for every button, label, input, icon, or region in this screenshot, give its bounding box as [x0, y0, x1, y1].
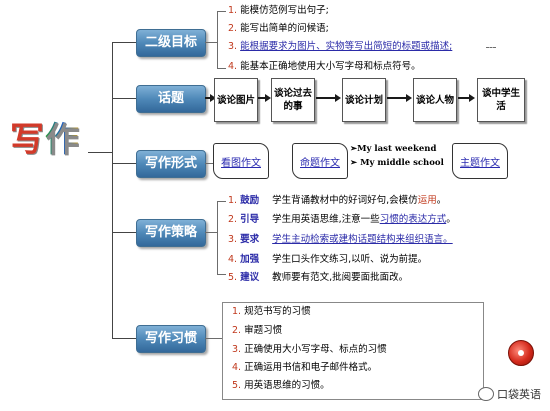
- topic-box-1: 谈论图片: [214, 78, 258, 122]
- habit-num-5: 5.: [232, 380, 242, 391]
- form-example-2: ➢ My middle school: [350, 158, 444, 168]
- habit-text-1: 规范书写的习惯: [244, 306, 311, 317]
- habit-num-1: 1.: [232, 306, 242, 317]
- topic-box-5: 谈中学生活: [477, 78, 525, 122]
- strategy-item-3: 3. 要求 学生主动检索或建构话题结构来组织语言。: [228, 233, 453, 247]
- level2-num-3: 3.: [228, 41, 238, 52]
- habit-num-3: 3.: [232, 344, 242, 355]
- branch-topics: [112, 98, 136, 99]
- category-level2-goals: 二级目标: [136, 29, 206, 57]
- main-title: 写作: [10, 112, 80, 161]
- level2-text-1: 能模仿范例写出句子;: [240, 5, 329, 16]
- branch-level2: [112, 42, 136, 43]
- level2-text-4: 能基本正确地使用大小写字母和标点符号。: [240, 61, 421, 72]
- habit-text-2: 审题习惯: [244, 325, 283, 336]
- topic-arrow-1: [258, 94, 271, 102]
- level2-num-2: 2.: [228, 23, 238, 34]
- strategy-num-2: 2.: [228, 214, 238, 225]
- level2-num-1: 1.: [228, 5, 238, 16]
- watermark-logo-icon: [478, 387, 494, 401]
- strategy-tail-1: 。: [436, 195, 447, 206]
- trunk-horizontal: [88, 152, 112, 153]
- level2-text-3: 能根据要求为图片、实物等写出简短的标题或描述;: [240, 41, 453, 52]
- level2-text-2: 能写出简单的问候语;: [240, 23, 329, 34]
- habit-text-5: 用英语思维的习惯。: [244, 380, 330, 391]
- form-scroll-theme: 主题作文: [452, 143, 508, 179]
- topic-arrow-3: [387, 94, 412, 102]
- strategy-num-1: 1.: [228, 195, 238, 206]
- strategy-key-3: 要求: [240, 234, 260, 245]
- strategy-key-2: 引导: [240, 214, 260, 225]
- strategy-num-3: 3.: [228, 234, 238, 245]
- strategies-connector: [205, 232, 217, 233]
- strategy-num-4: 4.: [228, 254, 238, 265]
- strategy-extra-2: 习惯的表达方式: [379, 214, 447, 225]
- habit-text-3: 正确使用大小写字母、标点的习惯: [244, 344, 387, 355]
- form-scroll-topic: 命题作文: [292, 143, 348, 179]
- level2-item-2: 2. 能写出简单的问候语;: [228, 22, 329, 36]
- level2-item-1: 1. 能模仿范例写出句子;: [228, 4, 329, 18]
- category-writing-strategies: 写作策略: [136, 219, 206, 247]
- strategy-text-1: 学生背诵教材中的好词好句,会模仿: [272, 195, 418, 206]
- strategy-extra-1: 运用: [417, 195, 437, 206]
- watermark-text: 口袋英语: [497, 388, 541, 401]
- strategy-num-5: 5.: [228, 272, 238, 283]
- form-example-1: ➢My last weekend: [350, 144, 437, 154]
- branch-habits: [112, 338, 136, 339]
- level2-bracket: [217, 11, 226, 69]
- topic-box-2: 谈论过去的事: [271, 78, 315, 122]
- topic-arrow-2: [316, 94, 341, 102]
- record-icon: [508, 340, 534, 366]
- strategy-item-5: 5. 建议 教师要有范文,批阅要面批面改。: [228, 271, 408, 285]
- form-scroll-picture: 看图作文: [213, 143, 269, 179]
- level2-dash-divider: [486, 47, 496, 48]
- title-char-1: 写: [10, 120, 45, 160]
- habits-connector: [205, 338, 222, 339]
- category-writing-forms: 写作形式: [136, 150, 206, 178]
- topic-arrow-4: [458, 94, 475, 102]
- habit-item-1: 1. 规范书写的习惯: [232, 305, 311, 319]
- strategy-key-1: 鼓励: [240, 195, 260, 206]
- habit-item-5: 5. 用英语思维的习惯。: [232, 379, 330, 393]
- category-writing-habits: 写作习惯: [136, 325, 206, 353]
- trunk-vertical: [112, 42, 113, 338]
- branch-strategies: [112, 232, 136, 233]
- level2-num-4: 4.: [228, 61, 238, 72]
- habit-num-4: 4.: [232, 362, 242, 373]
- strategy-item-1: 1. 鼓励 学生背诵教材中的好词好句,会模仿运用。: [228, 194, 446, 208]
- habit-item-3: 3. 正确使用大小写字母、标点的习惯: [232, 343, 387, 357]
- habit-num-2: 2.: [232, 325, 242, 336]
- strategy-text-4: 学生口头作文练习,以听、说为前提。: [272, 254, 428, 265]
- topic-arrow-0: [205, 94, 216, 102]
- strategies-bracket: [217, 201, 226, 275]
- habit-text-4: 正确运用书信和电子邮件格式。: [244, 362, 378, 373]
- topic-box-3: 谈论计划: [342, 78, 386, 122]
- category-topics: 话题: [136, 85, 206, 113]
- habit-item-4: 4. 正确运用书信和电子邮件格式。: [232, 361, 377, 375]
- strategy-key-4: 加强: [240, 254, 260, 265]
- strategy-text-3: 学生主动检索或建构话题结构来组织语言。: [272, 234, 453, 245]
- branch-forms: [112, 163, 136, 164]
- level2-item-3: 3. 能根据要求为图片、实物等写出简短的标题或描述;: [228, 40, 452, 54]
- title-char-2: 作: [45, 112, 80, 161]
- habits-box: [222, 302, 484, 400]
- level2-item-4: 4. 能基本正确地使用大小写字母和标点符号。: [228, 60, 421, 74]
- forms-connector: [205, 163, 213, 164]
- strategy-item-2: 2. 引导 学生用英语思维,注意一些习惯的表达方式。: [228, 213, 456, 227]
- strategy-text-5: 教师要有范文,批阅要面批面改。: [272, 272, 409, 283]
- strategy-tail-2: 。: [446, 214, 456, 225]
- strategy-text-2: 学生用英语思维,注意一些: [272, 214, 380, 225]
- habit-item-2: 2. 审题习惯: [232, 324, 282, 338]
- level2-connector: [205, 42, 217, 43]
- topic-box-4: 谈论人物: [413, 78, 457, 122]
- strategy-key-5: 建议: [240, 272, 260, 283]
- strategy-item-4: 4. 加强 学生口头作文练习,以听、说为前提。: [228, 253, 427, 267]
